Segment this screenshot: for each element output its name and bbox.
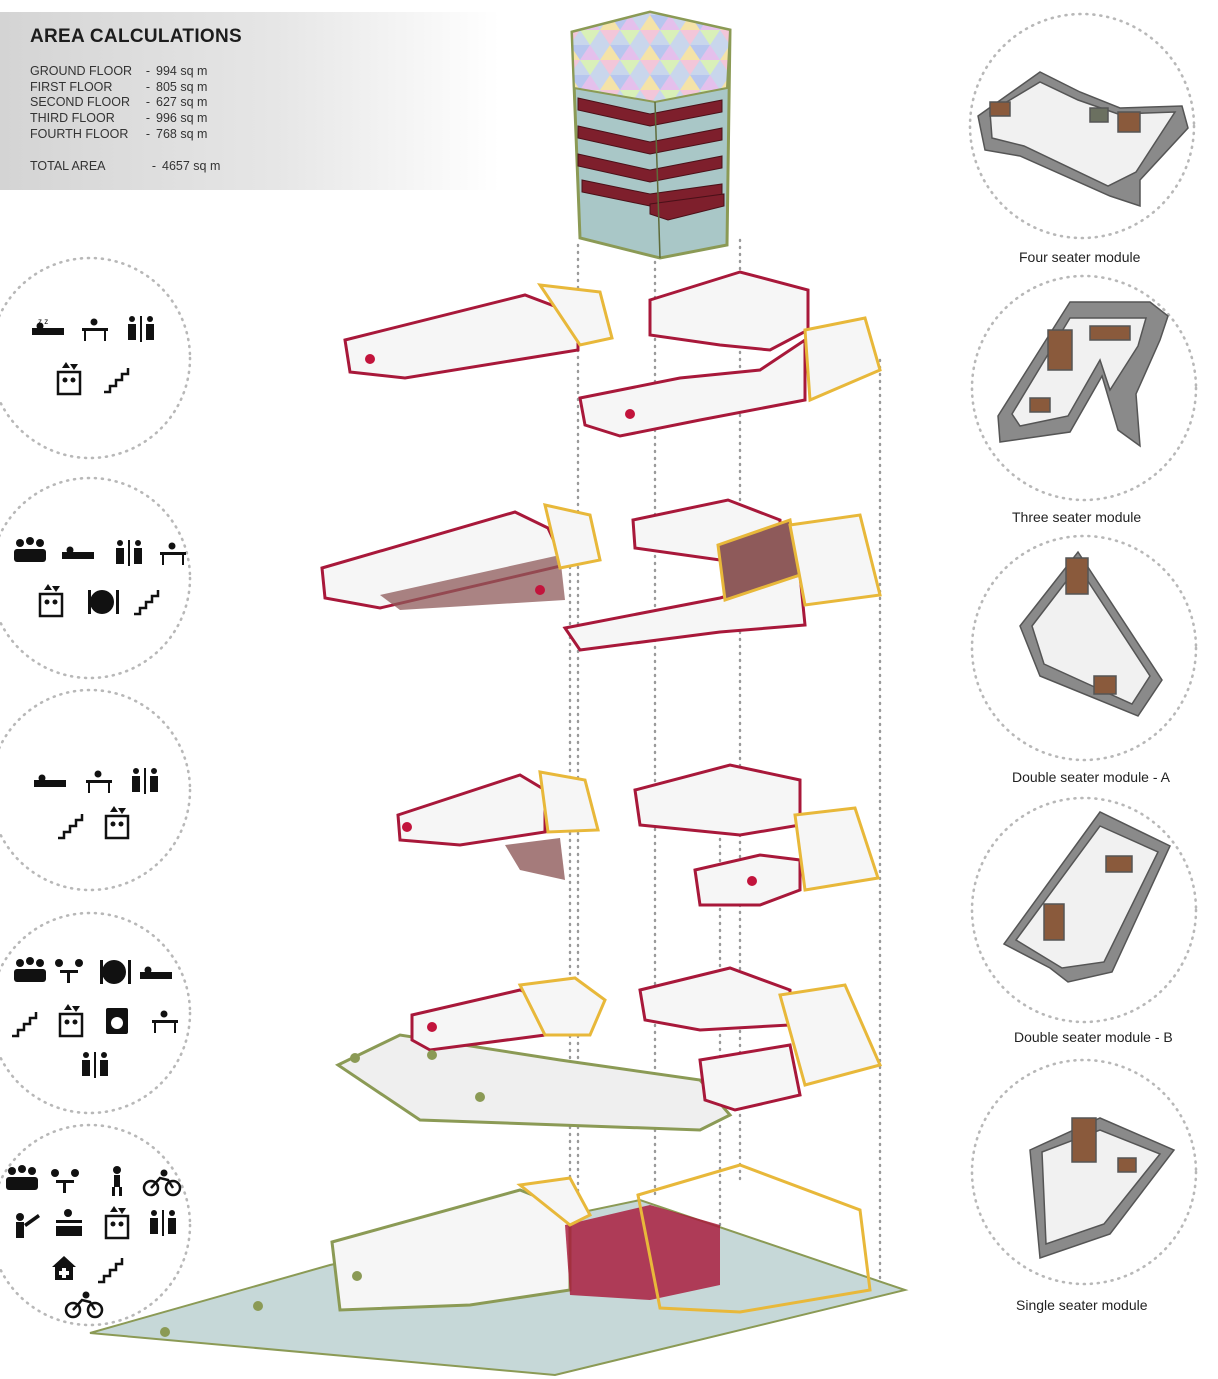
- module-label-three-seater: Three seater module: [1012, 509, 1142, 525]
- stairs-icon: [98, 1258, 124, 1284]
- sleep-icon: [140, 966, 172, 979]
- three-seater-module-sketch: [997, 301, 1169, 448]
- legend-group-second: [34, 768, 158, 840]
- group-icon: [14, 537, 46, 562]
- presenter-icon: [16, 1213, 40, 1238]
- elevator-icon: [104, 1206, 130, 1240]
- module-label-double-a: Double seater module - A: [1012, 769, 1170, 785]
- circulation-tower: [570, 10, 732, 260]
- toilet-icon: [128, 316, 154, 342]
- legend-circle-ground-floor: [0, 1123, 192, 1327]
- floor-area: 768 sq m: [156, 126, 208, 141]
- total-label: TOTAL AREA: [30, 158, 106, 173]
- svg-text:z z: z z: [38, 317, 48, 326]
- stairs-icon: [134, 590, 160, 616]
- area-row: FIRST FLOOR-805 sq m: [30, 79, 208, 94]
- sleep-icon: [34, 774, 66, 787]
- area-calculations-panel: AREA CALCULATIONS GROUND FLOOR-994 sq m …: [0, 12, 500, 190]
- legend-group-ground: [6, 1165, 182, 1319]
- legend-group-first: [12, 957, 178, 1078]
- floor-area: 805 sq m: [156, 79, 208, 94]
- elevator-icon: [56, 362, 82, 396]
- single-seater-module-sketch: [1029, 1117, 1176, 1260]
- first-floor-plan: [334, 966, 883, 1132]
- medical-icon: [52, 1256, 76, 1280]
- legend-icons: z z: [6, 316, 186, 1319]
- legend-circle-first-floor: [0, 911, 192, 1115]
- toilet-icon: [132, 768, 158, 794]
- module-circles: [968, 12, 1198, 1286]
- module-sketches: [977, 71, 1189, 1260]
- second-floor-plan: [396, 763, 880, 907]
- stairs-icon: [58, 814, 84, 840]
- legend-circles: [0, 256, 192, 1327]
- double-seater-a-module-sketch: [1019, 550, 1163, 717]
- cycling-icon: [64, 1291, 104, 1319]
- reception-icon: [56, 1209, 82, 1236]
- toilet-icon: [116, 540, 142, 566]
- ground-floor-plan: [89, 1163, 909, 1377]
- sleep-icon: z z: [32, 317, 64, 335]
- legend-circle-second-floor: [0, 688, 192, 892]
- area-row: GROUND FLOOR-994 sq m: [30, 64, 208, 78]
- total-value: 4657 sq m: [162, 158, 221, 173]
- elevator-icon: [104, 806, 130, 840]
- floor-area: 994 sq m: [156, 64, 208, 78]
- area-title: AREA CALCULATIONS: [30, 26, 242, 47]
- stairs-icon: [12, 1012, 38, 1038]
- study-desk-icon: [160, 542, 186, 565]
- dining-icon: [88, 590, 119, 614]
- cycling-icon: [142, 1169, 182, 1197]
- study-desk-icon: [152, 1010, 178, 1033]
- elevator-icon: [38, 584, 64, 618]
- floor-label: THIRD FLOOR: [30, 111, 115, 126]
- double-seater-b-module-sketch: [1002, 811, 1171, 983]
- area-row: SECOND FLOOR-627 sq m: [30, 95, 208, 110]
- floor-label: FIRST FLOOR: [30, 79, 113, 94]
- module-label-four-seater: Four seater module: [1019, 249, 1141, 265]
- elevator-icon: [58, 1004, 84, 1038]
- module-label-single-seater: Single seater module: [1016, 1297, 1148, 1313]
- third-floor-plan: [320, 498, 882, 652]
- floor-area: 996 sq m: [156, 111, 208, 126]
- group-icon: [14, 957, 46, 982]
- toilet-icon: [150, 1210, 176, 1236]
- floor-label: GROUND FLOOR: [30, 64, 133, 78]
- study-desk-icon: [86, 770, 112, 793]
- meeting-icon: [55, 959, 83, 983]
- floor-label: SECOND FLOOR: [30, 95, 131, 110]
- meeting-icon: [51, 1169, 79, 1193]
- study-desk-icon: [82, 318, 108, 341]
- area-table: GROUND FLOOR-994 sq m FIRST FLOOR-805 sq…: [30, 64, 220, 174]
- laundry-icon: [106, 1008, 128, 1034]
- sleep-icon: [62, 546, 94, 559]
- legend-group-third: [14, 537, 186, 618]
- total-area-row: TOTAL AREA-4657 sq m: [30, 158, 221, 173]
- legend-circle-third-floor: [0, 476, 192, 680]
- legend-circle-fourth-floor: [0, 256, 192, 460]
- stairs-icon: [104, 368, 130, 394]
- toilet-icon: [82, 1052, 108, 1078]
- fourth-floor-plan: [343, 270, 882, 438]
- dining-icon: [100, 960, 131, 984]
- module-label-double-b: Double seater module - B: [1014, 1029, 1173, 1045]
- walking-icon: [112, 1166, 122, 1196]
- floor-area: 627 sq m: [156, 95, 208, 110]
- floor-label: FOURTH FLOOR: [30, 126, 129, 141]
- four-seater-module-sketch: [977, 71, 1189, 208]
- area-row: THIRD FLOOR-996 sq m: [30, 111, 208, 126]
- legend-group-fourth: z z: [32, 316, 154, 396]
- area-row: FOURTH FLOOR-768 sq m: [30, 126, 208, 141]
- group-icon: [6, 1165, 38, 1190]
